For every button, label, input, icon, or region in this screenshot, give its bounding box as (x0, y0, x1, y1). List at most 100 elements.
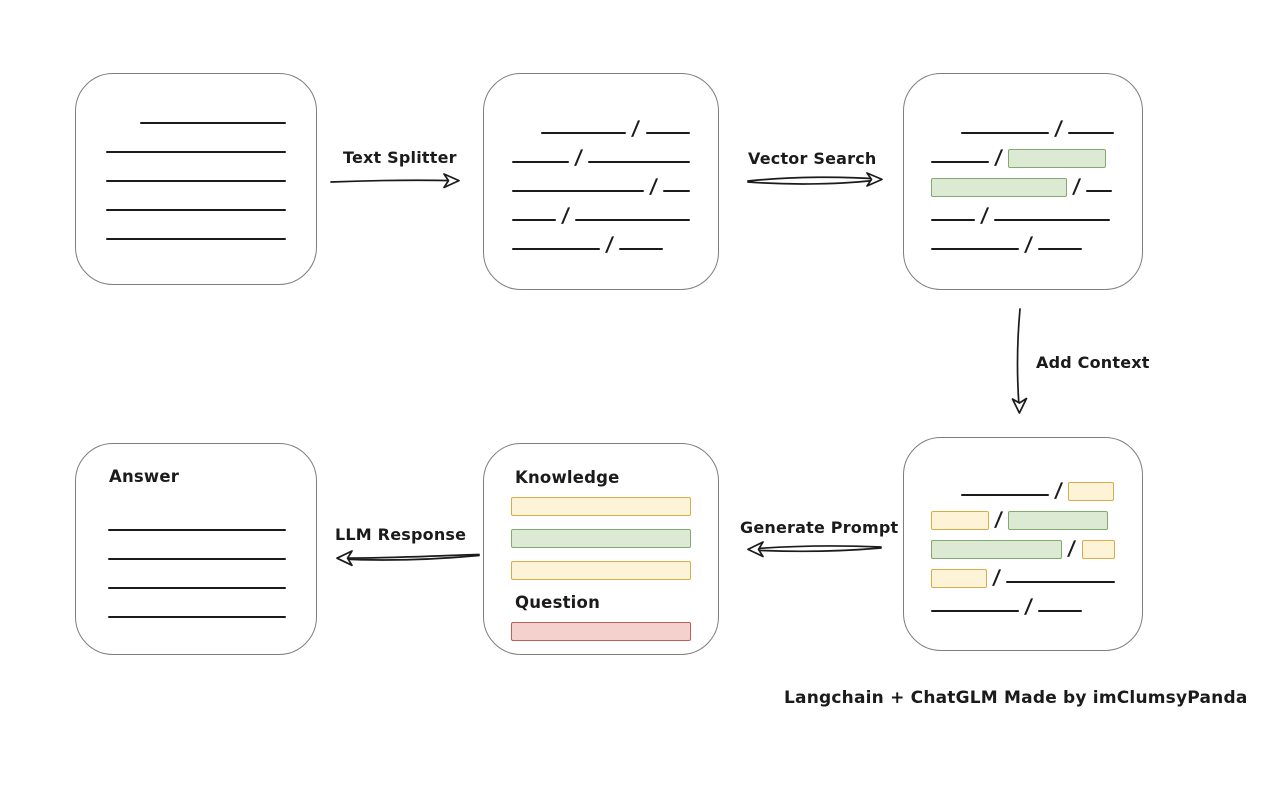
text-row (106, 129, 286, 158)
text-row (108, 507, 286, 536)
text-row (106, 187, 286, 216)
text-line (541, 132, 627, 134)
indent-spacer (931, 138, 955, 139)
green-highlight-chip (931, 540, 1063, 559)
slash-separator: / (604, 232, 615, 256)
red-bar (511, 622, 691, 641)
slash-separator: / (1053, 478, 1064, 502)
text-line (106, 180, 286, 182)
text-line (994, 219, 1111, 221)
vector-search-arrow (747, 172, 883, 187)
text-row (108, 536, 286, 565)
credit-text: Langchain + ChatGLM Made by imClumsyPand… (784, 688, 1248, 708)
text-line (108, 616, 286, 618)
text-line (931, 248, 1019, 250)
text-row: / (512, 139, 690, 169)
context-lines: / / / / / (931, 472, 1115, 618)
slash-separator: / (560, 203, 571, 227)
text-line (512, 190, 644, 192)
text-line (512, 248, 600, 250)
text-row: / (931, 472, 1115, 502)
text-line (588, 161, 690, 163)
text-line (931, 161, 989, 163)
text-row: / (931, 588, 1115, 618)
text-row: / (931, 501, 1115, 531)
slash-separator: / (993, 507, 1004, 531)
text-line (645, 132, 690, 134)
generate-prompt-label: Generate Prompt (740, 518, 899, 537)
text-line (108, 558, 286, 560)
slash-separator: / (991, 565, 1002, 589)
chunk-lines: / / / / / (512, 110, 690, 256)
answer-label: Answer (109, 467, 180, 486)
add-context-arrow (1011, 308, 1028, 414)
text-line (512, 161, 569, 163)
vector-search-label: Vector Search (748, 149, 877, 168)
context-box: / / / / / (903, 437, 1143, 651)
text-line (931, 219, 975, 221)
slash-separator: / (1067, 536, 1077, 560)
knowledge-bars (511, 497, 692, 580)
slash-separator: / (648, 174, 659, 198)
text-line (1005, 581, 1115, 583)
text-row: / (931, 168, 1115, 198)
add-context-label: Add Context (1036, 353, 1150, 372)
slash-separator: / (1053, 116, 1064, 140)
llm-response-arrow (336, 550, 480, 567)
text-line (512, 219, 556, 221)
text-line (106, 238, 286, 240)
text-row: / (931, 139, 1115, 169)
text-row: / (931, 530, 1115, 560)
text-line (619, 248, 664, 250)
text-line (1038, 248, 1083, 250)
text-line (106, 151, 286, 153)
text-row: / (512, 110, 690, 140)
text-row (108, 594, 286, 623)
vector-lines: / / / / / (931, 110, 1115, 256)
text-row: / (512, 226, 690, 256)
slash-separator: / (573, 145, 584, 169)
text-line (108, 529, 286, 531)
document-lines (106, 100, 286, 245)
document-box (75, 73, 317, 285)
text-row: / (512, 168, 690, 198)
slash-separator: / (630, 116, 641, 140)
text-row: / (512, 197, 690, 227)
text-row: / (931, 197, 1115, 227)
vector-matches-box: / / / / / (903, 73, 1143, 290)
text-row (106, 158, 286, 187)
text-splitter-label: Text Splitter (343, 148, 457, 167)
indent-spacer (931, 500, 955, 501)
slash-separator: / (1071, 174, 1082, 198)
text-line (663, 190, 690, 192)
answer-box: Answer (75, 443, 317, 655)
slash-separator: / (993, 145, 1004, 169)
text-line (574, 219, 690, 221)
text-row (106, 100, 286, 129)
text-chunks-box: / / / / / (483, 73, 719, 290)
knowledge-label: Knowledge (515, 468, 620, 487)
slash-separator: / (979, 203, 990, 227)
text-line (931, 610, 1019, 612)
yellow-highlight-chip (931, 569, 987, 588)
question-bars (511, 622, 692, 641)
text-splitter-arrow (330, 173, 460, 189)
text-line (1068, 132, 1115, 134)
text-line (106, 209, 286, 211)
slash-separator: / (1023, 594, 1034, 618)
slash-separator: / (1023, 232, 1034, 256)
text-row: / (931, 559, 1115, 589)
text-row (108, 565, 286, 594)
green-highlight-chip (1008, 149, 1107, 168)
text-row: / (931, 110, 1115, 140)
yellow-highlight-chip (931, 511, 989, 530)
yellow-bar (511, 497, 691, 516)
green-highlight-chip (931, 178, 1067, 197)
llm-response-label: LLM Response (335, 525, 467, 544)
indent-spacer (106, 128, 134, 129)
yellow-highlight-chip (1068, 482, 1115, 501)
text-line (961, 494, 1049, 496)
yellow-highlight-chip (1081, 540, 1115, 559)
text-row (106, 216, 286, 245)
